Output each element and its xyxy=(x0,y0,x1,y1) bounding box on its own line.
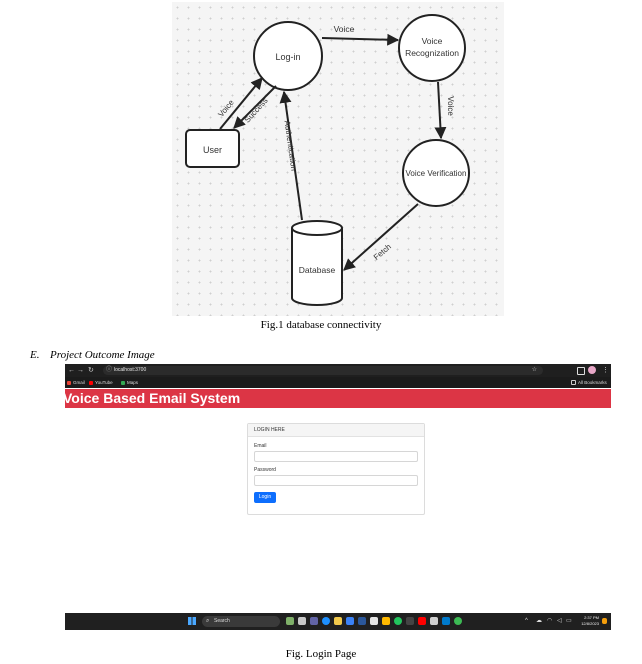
edge-login-to-user xyxy=(233,85,277,129)
app-icon-green[interactable] xyxy=(394,617,402,625)
taskbar-time: 2:37 PM xyxy=(584,615,599,620)
mail-icon[interactable] xyxy=(346,617,354,625)
app-l-icon[interactable] xyxy=(358,617,366,625)
taskbar-clock[interactable]: 2:37 PM 12/8/2023 xyxy=(577,615,599,627)
email-field[interactable] xyxy=(254,451,418,462)
browser-toolbar: ← → ↻ ⓘ localhost:3700 ☆ ⋮ xyxy=(65,364,611,377)
edge-verification-to-database xyxy=(343,203,419,271)
address-bar[interactable]: ⓘ localhost:3700 ☆ xyxy=(103,366,543,375)
teams-icon[interactable] xyxy=(310,617,318,625)
search-icon: ⌕ xyxy=(206,618,210,624)
app-icon-grey[interactable] xyxy=(430,617,438,625)
app-header: Voice Based Email System xyxy=(65,389,611,408)
bookmark-gmail[interactable]: Gmail xyxy=(67,377,85,388)
edge-user-to-login-label: Voice xyxy=(216,98,236,119)
connectivity-diagram: Log-in Voice Recognization User Voice Ve… xyxy=(172,2,504,316)
app-title: Voice Based Email System xyxy=(65,390,241,406)
site-info-icon[interactable]: ⓘ xyxy=(106,367,113,373)
edge-database-to-login xyxy=(279,90,303,221)
volume-icon[interactable]: ◁ xyxy=(557,618,562,624)
password-field[interactable] xyxy=(254,475,418,486)
task-view-icon[interactable] xyxy=(298,617,306,625)
maps-icon xyxy=(121,380,125,385)
edge-recognition-to-verification xyxy=(434,81,447,140)
edge-recognition-to-verification-label: Voice xyxy=(446,96,455,116)
profile-avatar[interactable] xyxy=(588,366,596,374)
browser-menu-icon[interactable]: ⋮ xyxy=(602,367,609,374)
reload-icon[interactable]: ↻ xyxy=(88,367,94,374)
windows-taskbar: ⌕ Search ^ ☁ ◠ ◁ ▭ 2:37 PM 12/8/2023 xyxy=(65,613,611,630)
gmail-icon xyxy=(67,380,71,385)
vscode-icon[interactable] xyxy=(442,617,450,625)
figure-2-caption: Fig. Login Page xyxy=(285,648,357,660)
chrome-icon[interactable] xyxy=(454,617,462,625)
email-label: Email xyxy=(254,443,267,449)
taskbar-date: 12/8/2023 xyxy=(581,621,599,626)
login-button[interactable]: Login xyxy=(254,492,276,503)
section-heading: E. Project Outcome Image xyxy=(30,349,155,361)
edge-verification-to-database-label: Fetch xyxy=(372,242,393,262)
login-node xyxy=(253,21,323,91)
address-bar-url: localhost:3700 xyxy=(114,367,147,373)
app-icon-dark[interactable] xyxy=(406,617,414,625)
forward-icon[interactable]: → xyxy=(77,367,84,374)
battery-icon[interactable]: ▭ xyxy=(566,618,572,624)
voice-recognition-label-line1: Voice xyxy=(422,36,443,46)
wifi-icon[interactable]: ◠ xyxy=(547,618,553,624)
login-card: LOGIN HERE Email Password Login xyxy=(247,423,425,515)
edge-icon[interactable] xyxy=(322,617,330,625)
file-explorer-icon[interactable] xyxy=(334,617,342,625)
taskbar-search-text: Search xyxy=(214,618,230,624)
figure-1-caption: Fig.1 database connectivity xyxy=(260,319,382,331)
login-card-header: LOGIN HERE xyxy=(248,424,424,437)
login-page-screenshot: ← → ↻ ⓘ localhost:3700 ☆ ⋮ Gmail YouTube… xyxy=(65,364,611,630)
password-label: Password xyxy=(254,467,276,473)
widgets-icon[interactable] xyxy=(286,617,294,625)
edge-user-to-login xyxy=(219,77,263,130)
diagram-canvas: Log-in Voice Recognization User Voice Ve… xyxy=(185,14,470,306)
edge-login-to-recognition-label: Voice xyxy=(334,24,355,34)
bookmarks-bar: Gmail YouTube Maps All Bookmarks xyxy=(65,377,611,388)
notification-icon[interactable] xyxy=(602,618,607,624)
login-node-label: Log-in xyxy=(275,52,300,62)
bookmark-youtube[interactable]: YouTube xyxy=(89,377,113,388)
edge-login-to-recognition xyxy=(321,33,400,46)
youtube-app-icon[interactable] xyxy=(418,617,426,625)
section-title: Project Outcome Image xyxy=(50,349,155,361)
all-bookmarks[interactable]: All Bookmarks xyxy=(571,377,607,388)
bookmark-star-icon[interactable]: ☆ xyxy=(531,367,537,373)
tray-chevron-icon[interactable]: ^ xyxy=(525,618,528,624)
taskbar-search[interactable]: ⌕ Search xyxy=(202,616,280,627)
user-node xyxy=(185,129,240,168)
voice-verification-node xyxy=(402,139,470,207)
voice-recognition-label-line2: Recognization xyxy=(405,48,459,58)
youtube-icon xyxy=(89,380,93,385)
section-number: E. xyxy=(30,349,40,361)
cloud-icon[interactable]: ☁ xyxy=(536,618,542,624)
edge-login-to-user-label: Success xyxy=(243,96,270,124)
folder-icon xyxy=(571,380,576,386)
voice-verification-label: Voice Verification xyxy=(406,169,467,178)
database-node xyxy=(291,220,343,306)
back-icon[interactable]: ← xyxy=(68,367,75,374)
app-icon-yellow[interactable] xyxy=(382,617,390,625)
database-node-label: Database xyxy=(299,265,336,275)
side-panel-icon[interactable] xyxy=(577,367,585,375)
voice-recognition-node xyxy=(398,14,466,82)
store-icon[interactable] xyxy=(370,617,378,625)
edge-database-to-login-label: Authentication xyxy=(282,120,298,171)
start-icon[interactable] xyxy=(188,617,196,625)
bookmark-maps[interactable]: Maps xyxy=(121,377,138,388)
user-node-label: User xyxy=(203,145,222,155)
